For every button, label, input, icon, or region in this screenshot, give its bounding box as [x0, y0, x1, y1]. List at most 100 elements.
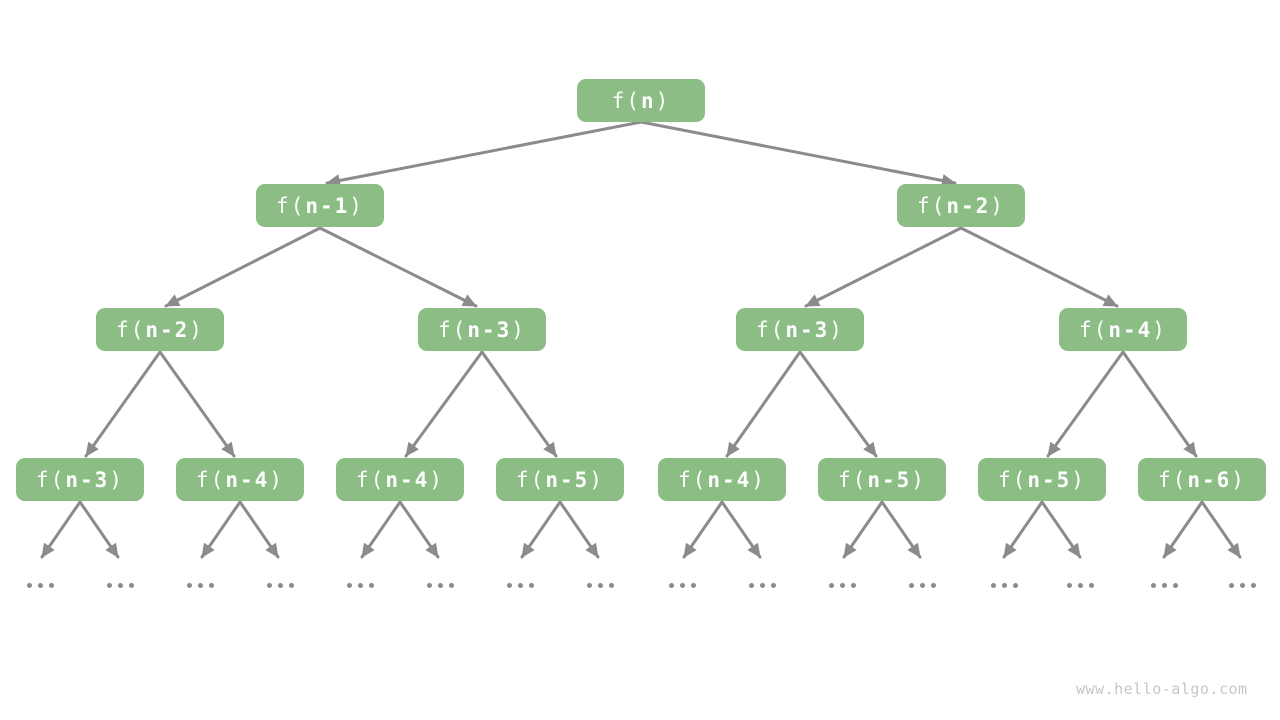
dot: [1162, 582, 1167, 588]
dot: [851, 582, 856, 588]
ellipsis-leaf: [27, 582, 54, 588]
dot: [209, 582, 214, 588]
tree-edge: [200, 500, 242, 559]
node-label-arg: n-3: [65, 467, 110, 492]
dot: [749, 582, 754, 588]
tree-edge: [880, 500, 922, 559]
dot: [1078, 582, 1083, 588]
dot: [771, 582, 776, 588]
tree-edge: [1121, 350, 1198, 458]
dot: [1002, 582, 1007, 588]
node-label-pre: f(: [1079, 317, 1109, 342]
node-label-pre: f(: [838, 467, 868, 492]
tree-node-l2-0: f(n-2): [96, 308, 224, 351]
node-label-arg: n-5: [867, 467, 912, 492]
node-label-arg: n-4: [1108, 317, 1153, 342]
dot: [598, 582, 603, 588]
node-label-post: ): [429, 467, 444, 492]
ellipsis-leaf: [347, 582, 374, 588]
ellipsis-leaf: [107, 582, 134, 588]
tree-edge: [558, 500, 600, 559]
node-label-arg: n-3: [467, 317, 512, 342]
dot: [931, 582, 936, 588]
ellipsis-leaf: [909, 582, 936, 588]
tree-node-l2-2: f(n-3): [736, 308, 864, 351]
dot: [438, 582, 443, 588]
node-label-pre: f(: [917, 193, 947, 218]
dot: [1151, 582, 1156, 588]
tree-node-l3-0: f(n-3): [16, 458, 144, 501]
dot: [1013, 582, 1018, 588]
node-label-pre: f(: [756, 317, 786, 342]
node-label-post: ): [511, 317, 526, 342]
node-label-pre: f(: [116, 317, 146, 342]
dot: [1067, 582, 1072, 588]
tree-edge: [360, 500, 402, 559]
dot: [829, 582, 834, 588]
tree-node-l1-1: f(n-2): [897, 184, 1025, 227]
tree-edge: [639, 120, 957, 187]
tree-node-l2-1: f(n-3): [418, 308, 546, 351]
node-label-arg: n-4: [707, 467, 752, 492]
dot: [991, 582, 996, 588]
ellipsis-leaf: [669, 582, 696, 588]
node-label-arg: n-5: [1027, 467, 1072, 492]
tree-edge: [720, 500, 762, 559]
tree-edge: [804, 226, 963, 308]
tree-edge: [164, 226, 322, 308]
dot: [1240, 582, 1245, 588]
node-label-post: ): [1152, 317, 1167, 342]
tree-edge: [325, 120, 643, 187]
tree-edge: [158, 350, 236, 458]
node-label-arg: n-4: [225, 467, 270, 492]
ellipsis-leaf: [829, 582, 856, 588]
tree-edge: [40, 500, 82, 559]
node-label-pre: f(: [356, 467, 386, 492]
dot: [1251, 582, 1256, 588]
ellipsis-leaf: [1151, 582, 1178, 588]
node-label-post: ): [269, 467, 284, 492]
ellipsis-leaf: [187, 582, 214, 588]
dot: [347, 582, 352, 588]
dot: [449, 582, 454, 588]
node-label-post: ): [655, 88, 671, 113]
tree-edge: [682, 500, 724, 559]
node-label-pre: f(: [438, 317, 468, 342]
dot: [358, 582, 363, 588]
node-label-pre: f(: [678, 467, 708, 492]
dot: [909, 582, 914, 588]
watermark: www.hello-algo.com: [1076, 680, 1248, 698]
tree-edge: [480, 350, 558, 458]
dot: [27, 582, 32, 588]
node-label-arg: n-3: [785, 317, 830, 342]
node-label-post: ): [751, 467, 766, 492]
tree-node-l3-1: f(n-4): [176, 458, 304, 501]
tree-edge: [78, 500, 120, 559]
tree-node-l3-6: f(n-5): [978, 458, 1106, 501]
tree-edge: [520, 500, 562, 559]
ellipsis-leaf: [587, 582, 614, 588]
dot: [1173, 582, 1178, 588]
tree-node-l0-0: f(n): [577, 79, 705, 122]
tree-edge: [1162, 500, 1204, 559]
dot: [198, 582, 203, 588]
ellipsis-leaf: [507, 582, 534, 588]
node-label-post: ): [829, 317, 844, 342]
dot: [38, 582, 43, 588]
tree-edge: [959, 226, 1119, 308]
tree-edge: [1040, 500, 1082, 559]
node-label-arg: n: [640, 88, 656, 113]
ellipsis-leaf: [749, 582, 776, 588]
node-label-pre: f(: [611, 88, 641, 113]
tree-edge: [398, 500, 440, 559]
node-label-arg: n-2: [946, 193, 991, 218]
tree-edge: [318, 226, 478, 308]
dot: [507, 582, 512, 588]
dot: [669, 582, 674, 588]
ellipsis-leaf: [1229, 582, 1256, 588]
dot: [609, 582, 614, 588]
node-label-post: ): [189, 317, 204, 342]
dot: [187, 582, 192, 588]
